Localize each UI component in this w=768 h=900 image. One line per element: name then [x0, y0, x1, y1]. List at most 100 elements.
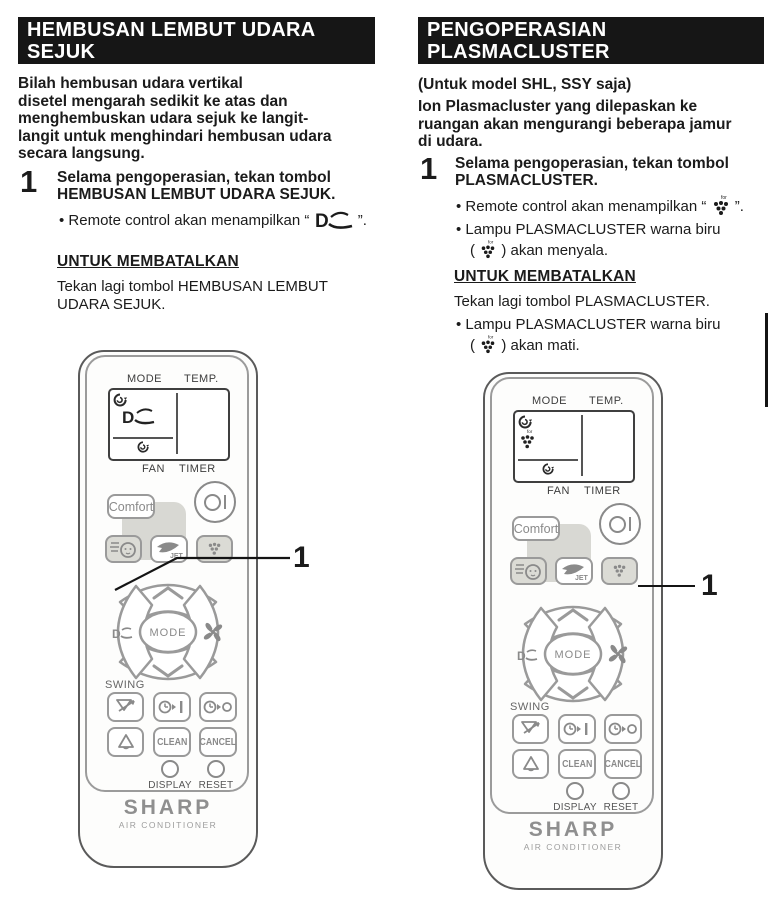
- svg-text:for: for: [488, 240, 494, 245]
- reset-circle-label: RESET: [603, 802, 639, 813]
- cancel-button-label: CANCEL: [604, 758, 642, 770]
- intro-paragraph-left: Bilah hembusan udara vertikal disetel me…: [18, 75, 332, 162]
- lcd-divider: [581, 415, 583, 476]
- lcd-display: D for: [513, 410, 635, 483]
- remote-control-illustration: MODE TEMP. D for: [483, 372, 663, 890]
- cancel-button-label: CANCEL: [199, 736, 237, 748]
- mode-button: [543, 632, 603, 676]
- fan-auto-swirl-icon: [137, 441, 149, 453]
- svg-text:D: D: [517, 649, 526, 663]
- timer-on-icon: [563, 722, 588, 736]
- power-circle-icon: [203, 493, 221, 511]
- lcd-label-temp: TEMP.: [589, 395, 624, 407]
- svg-text:JET: JET: [575, 575, 589, 582]
- chevron-down-icon: [557, 686, 589, 700]
- clean-button: CLEAN: [558, 749, 596, 779]
- step-text-right: Selama pengoperasian, tekan tombol PLASM…: [455, 155, 729, 189]
- jet-icon: JET: [562, 564, 589, 582]
- step-text-left: Selama pengoperasian, tekan tombol HEMBU…: [57, 169, 336, 203]
- bullet-text-suffix: ) akan mati.: [497, 336, 580, 354]
- bullet-lamp-on-line1: • Lampu PLASMACLUSTER warna biru: [456, 221, 721, 238]
- fan-icon: [203, 622, 223, 642]
- lcd-fan-line: [113, 437, 173, 439]
- auto-swirl-icon: [518, 415, 532, 429]
- swing-button: [512, 714, 549, 744]
- direction-pad: D MODE: [517, 605, 628, 703]
- callout-number-right: 1: [701, 569, 718, 602]
- jet-button: JET: [555, 557, 593, 585]
- page-edge-mark: [765, 313, 768, 407]
- display-lamp-button: [512, 749, 549, 779]
- svg-text:for: for: [721, 195, 727, 201]
- timer-off-icon: [203, 700, 232, 714]
- sharp-logo: SHARP: [123, 796, 213, 819]
- svg-text:D: D: [112, 627, 121, 641]
- lamp-icon: [522, 756, 539, 772]
- callout-number-left: 1: [293, 541, 310, 574]
- swing-louver-icon: [520, 721, 540, 734]
- timer-off-icon: [608, 722, 637, 736]
- swing-label: SWING: [105, 679, 145, 691]
- mode-button: [138, 610, 198, 654]
- air-conditioner-label: AIR CONDITIONER: [118, 820, 218, 830]
- display-circle-label: DISPLAY: [148, 780, 192, 791]
- comfort-sleep-button: [105, 535, 142, 563]
- cancel-button: CANCEL: [604, 749, 642, 779]
- plasmacluster-ion-icon-inline: for: [481, 240, 495, 259]
- svg-text:D: D: [315, 211, 329, 232]
- bullet-remote-display-right: • Remote control akan menampilkan “ for …: [456, 194, 744, 218]
- cancel-button: CANCEL: [199, 727, 237, 757]
- jet-icon: JET: [157, 542, 184, 560]
- chevron-up-icon: [152, 586, 184, 600]
- plasmacluster-ion-icon-inline: for: [713, 195, 728, 215]
- bullet-remote-display-left: • Remote control akan menampilkan “ D ”.: [59, 206, 367, 234]
- step-number-left: 1: [20, 164, 38, 199]
- cancel-heading-right: UNTUK MEMBATALKAN: [454, 268, 636, 285]
- display-reset-button-display: [566, 782, 584, 800]
- timer-off-button: [199, 692, 237, 722]
- power-button: [194, 481, 236, 523]
- timer-on-button: [153, 692, 191, 722]
- clean-button: CLEAN: [153, 727, 191, 757]
- swing-label: SWING: [510, 701, 550, 713]
- swing-button: [107, 692, 144, 722]
- lamp-icon: [117, 734, 134, 750]
- remote-right-slot: MODE TEMP. D for: [483, 372, 663, 890]
- timer-on-button: [558, 714, 596, 744]
- plasmacluster-ion-icon: for: [521, 429, 534, 449]
- lcd-label-fan: FAN: [142, 463, 165, 475]
- bullet-text-suffix: ) akan menyala.: [497, 241, 609, 259]
- auto-swirl-icon: [113, 393, 127, 407]
- svg-text:for: for: [488, 335, 494, 340]
- sleep-face-icon: [109, 542, 136, 558]
- clean-button-label: CLEAN: [561, 758, 593, 770]
- model-note: (Untuk model SHL, SSY saja): [418, 76, 632, 93]
- swing-louver-icon: [115, 699, 135, 712]
- comfort-sleep-button: [510, 557, 547, 585]
- chevron-up-icon: [557, 608, 589, 622]
- step-number-right: 1: [420, 151, 438, 186]
- power-circle-icon: [608, 515, 626, 533]
- section-title-left: HEMBUSAN LEMBUT UDARA SEJUK: [18, 17, 375, 64]
- paren-open: (: [470, 336, 480, 354]
- lcd-label-mode: MODE: [127, 373, 162, 385]
- bullet-lamp-on-line2: ( for ) akan menyala.: [470, 238, 608, 262]
- cancel-text-right: Tekan lagi tombol PLASMACLUSTER.: [454, 293, 710, 310]
- intro-paragraph-right: Ion Plasmacluster yang dilepaskan ke rua…: [418, 98, 732, 150]
- sleep-face-icon: [514, 564, 541, 580]
- svg-text:JET: JET: [170, 553, 184, 560]
- lcd-display: D for: [108, 388, 230, 461]
- plasmacluster-button-icon: [208, 542, 220, 555]
- callout-line-right: [638, 585, 695, 588]
- plasmacluster-button: [601, 557, 638, 585]
- lcd-label-timer: TIMER: [179, 463, 216, 475]
- comfort-button: Comfort: [512, 516, 560, 541]
- lcd-label-mode: MODE: [532, 395, 567, 407]
- display-reset-button-reset: [612, 782, 630, 800]
- cancel-text-left: Tekan lagi tombol HEMBUSAN LEMBUT UDARA …: [57, 278, 328, 313]
- lcd-label-temp: TEMP.: [184, 373, 219, 385]
- mode-button-label: MODE: [150, 627, 187, 639]
- mode-button-label: MODE: [555, 649, 592, 661]
- bullet-text-prefix: • Remote control akan menampilkan “: [59, 211, 314, 229]
- bullet-text-suffix: ”.: [353, 211, 367, 229]
